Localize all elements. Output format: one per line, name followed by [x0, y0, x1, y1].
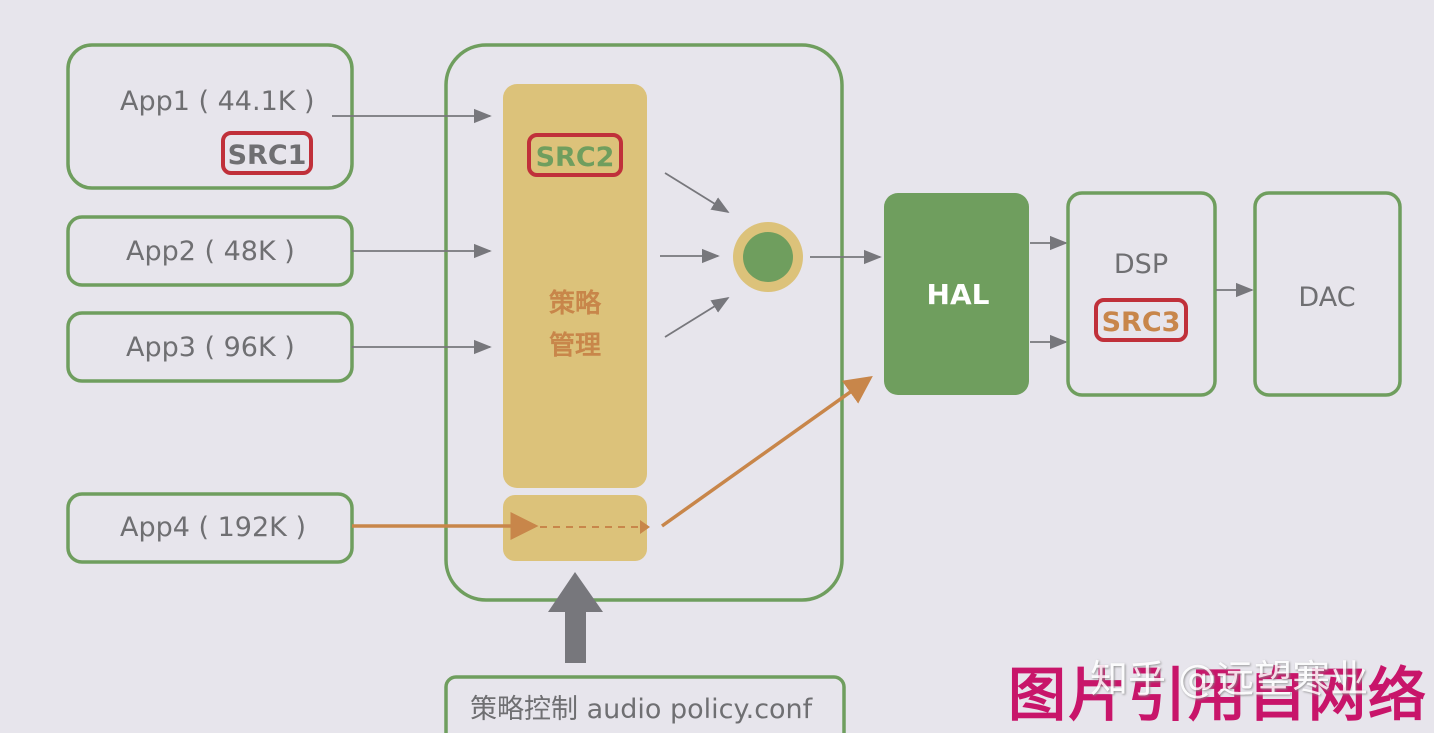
- watermark: 图片引用自网络: [1008, 661, 1429, 729]
- up-arrow-icon: [548, 572, 603, 663]
- app4-label: App4 ( 192K ): [120, 512, 306, 543]
- src3-label: SRC3: [1102, 307, 1181, 338]
- dsp-label: DSP: [1114, 249, 1168, 280]
- mixer-icon: [743, 232, 793, 282]
- dac-block: [1253, 191, 1402, 397]
- audioflinger-container: [444, 43, 844, 602]
- src1-label: SRC1: [228, 140, 307, 171]
- app2-box: App2 ( 48K ): [66, 215, 354, 287]
- policy-control-label: 策略控制 audio policy.conf: [470, 694, 814, 725]
- hal-label: HAL: [927, 278, 990, 311]
- watermark-overlay: 知乎 @远望寒业: [1090, 657, 1369, 701]
- policy-control-box: [444, 675, 846, 733]
- policy-line2: 管理: [549, 331, 601, 361]
- dac-label: DAC: [1298, 282, 1355, 313]
- app4-box: App4 ( 192K ): [66, 492, 354, 564]
- app1-box: App1 ( 44.1K ) SRC1: [66, 43, 354, 190]
- app2-label: App2 ( 48K ): [126, 236, 295, 267]
- hal-block: [884, 193, 1029, 395]
- policy-manager-block: [503, 84, 647, 488]
- policy-line1: 策略: [549, 288, 602, 319]
- src2-label: SRC2: [536, 142, 615, 173]
- direct-output-block: [503, 495, 647, 561]
- app1-label: App1 ( 44.1K ): [120, 86, 315, 117]
- app3-label: App3 ( 96K ): [126, 332, 295, 363]
- dsp-block: [1066, 191, 1217, 397]
- app3-box: App3 ( 96K ): [66, 311, 354, 383]
